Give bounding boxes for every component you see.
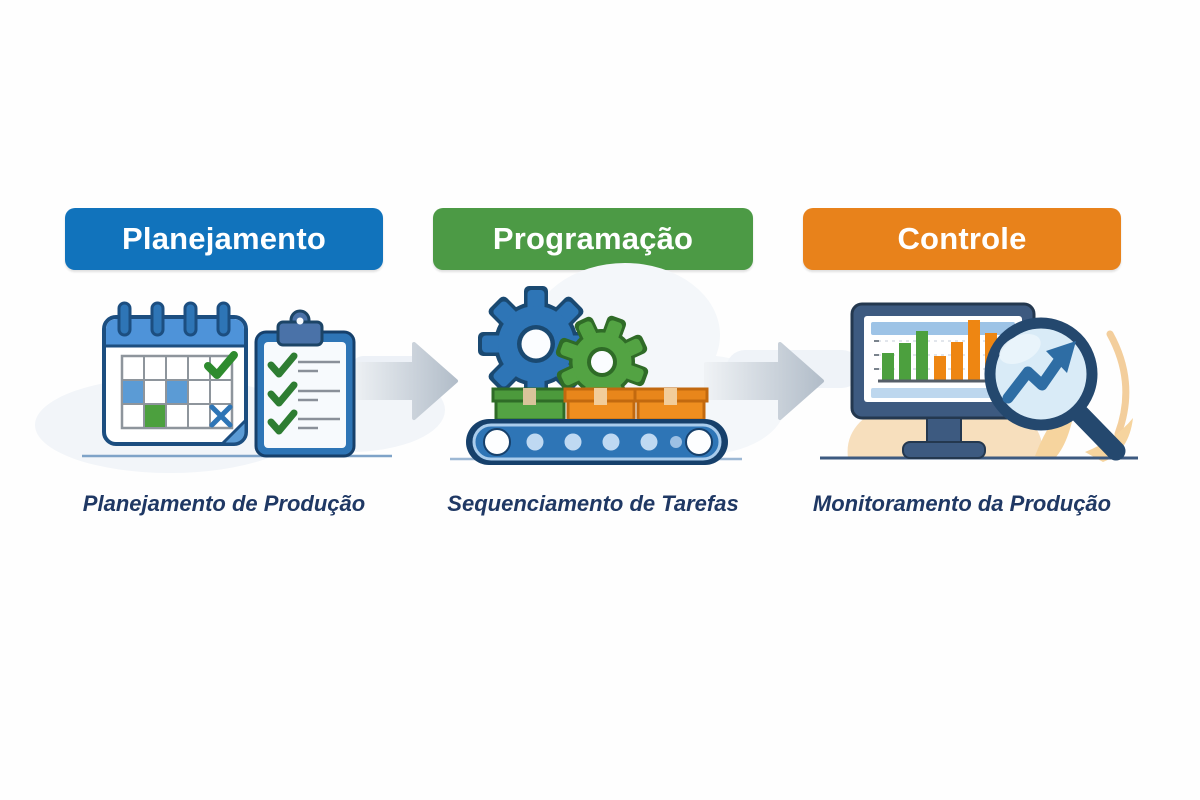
- step-caption-programacao: Sequenciamento de Tarefas: [447, 491, 739, 516]
- calendar-x-icon: [209, 404, 233, 428]
- flow-arrow-2: [704, 342, 824, 420]
- conveyor-belt-icon: [466, 419, 728, 465]
- step-caption-controle: Monitoramento da Produção: [812, 491, 1112, 516]
- magnifier-trend-arrow-icon: [984, 317, 1126, 461]
- step-header-controle: Controle: [803, 208, 1121, 270]
- gears-icon: [478, 286, 649, 409]
- step-header-planejamento: Planejamento: [65, 208, 383, 270]
- calendar-icon: [102, 301, 248, 446]
- calendar-fold-corner: [220, 418, 248, 446]
- step-header-programacao: Programação: [433, 208, 753, 270]
- boxes-icon: [491, 387, 709, 422]
- flow-arrow-1: [350, 342, 458, 420]
- clipboard-checklist-icon: [254, 309, 356, 458]
- calendar-check-icon: [204, 351, 238, 379]
- step-caption-planejamento: Planejamento de Produção: [82, 491, 366, 516]
